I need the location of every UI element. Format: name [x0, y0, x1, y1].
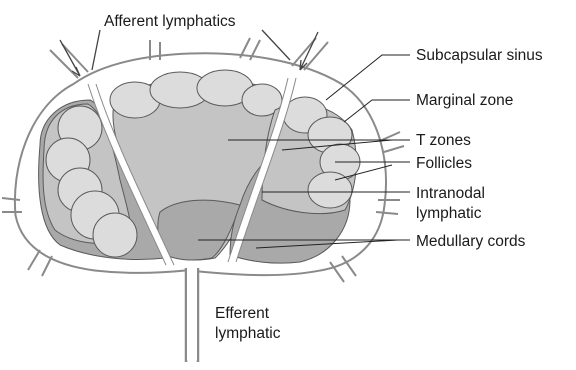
label-follicles: Follicles [416, 155, 472, 172]
efferent-vessel [186, 268, 198, 362]
label-efferent-lymphatic: lymphatic [215, 325, 281, 342]
label-afferent-lymphatics: Afferent lymphatics [104, 13, 236, 30]
label-efferent: Efferent [215, 305, 270, 322]
label-t-zones: T zones [416, 132, 471, 149]
label-medullary-cords: Medullary cords [416, 233, 526, 250]
label-subcapsular-sinus: Subcapsular sinus [416, 47, 543, 64]
label-intranodal-lymphatic: lymphatic [416, 205, 482, 222]
label-intranodal: Intranodal [416, 185, 485, 202]
label-marginal-zone: Marginal zone [416, 92, 513, 109]
